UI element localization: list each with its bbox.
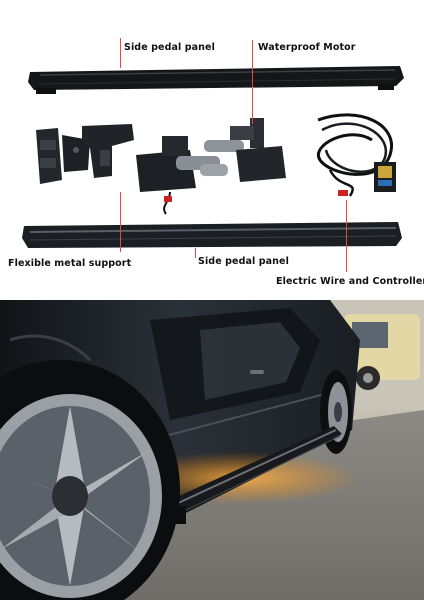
leader-motor xyxy=(252,40,253,124)
label-side-pedal-top: Side pedal panel xyxy=(124,42,215,53)
label-flexible-support: Flexible metal support xyxy=(8,258,132,269)
background-van xyxy=(344,314,420,390)
installed-running-board xyxy=(120,426,360,524)
motor-assembly xyxy=(136,118,286,215)
label-waterproof-motor: Waterproof Motor xyxy=(258,42,356,53)
components-illustration xyxy=(22,66,404,248)
installed-photo xyxy=(0,300,424,600)
front-wheel xyxy=(0,334,180,600)
leader-wire-controller xyxy=(346,200,347,272)
metal-support-left xyxy=(36,124,134,184)
components-diagram: Side pedal panel Waterproof Motor Flexib… xyxy=(8,38,424,287)
top-pedal-panel xyxy=(28,66,404,94)
label-side-pedal-bottom: Side pedal panel xyxy=(198,256,289,267)
leader-side-pedal-top xyxy=(120,38,121,68)
leader-side-pedal-bottom xyxy=(195,248,196,258)
wire-harness xyxy=(316,113,396,197)
car-side-illustration xyxy=(0,300,424,600)
label-wire-controller: Electric Wire and Controller xyxy=(276,276,424,287)
bottom-pedal-panel xyxy=(22,222,402,248)
leader-flexible-support xyxy=(120,192,121,252)
